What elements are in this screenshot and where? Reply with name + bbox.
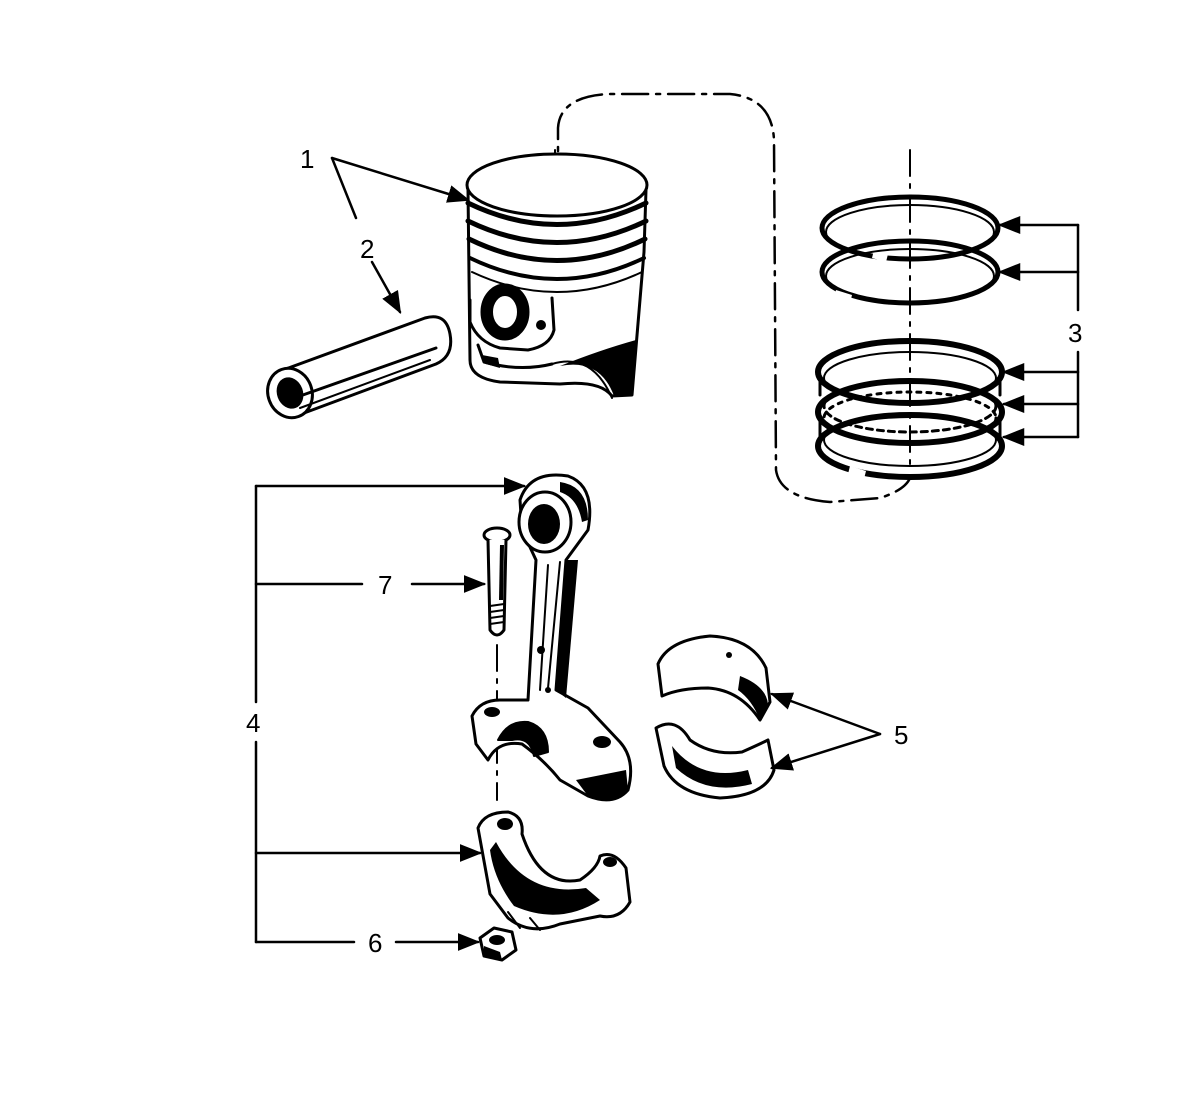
rod-bolt (482, 526, 512, 637)
callout-2: 2 (360, 234, 374, 264)
callout-labels: 1 2 3 4 5 6 7 (246, 144, 1082, 958)
callout-4: 4 (246, 708, 260, 738)
bearing-inserts (654, 634, 776, 800)
callout-3: 3 (1068, 318, 1082, 348)
piston (465, 152, 649, 399)
callout-5: 5 (894, 720, 908, 750)
rod-nut (478, 926, 518, 962)
rod-cap (476, 810, 632, 931)
connecting-rod (470, 473, 633, 802)
piston-pin (266, 315, 453, 420)
callout-7: 7 (378, 570, 392, 600)
callout-1: 1 (300, 144, 314, 174)
leader-lines (254, 156, 1080, 951)
callout-6: 6 (368, 928, 382, 958)
